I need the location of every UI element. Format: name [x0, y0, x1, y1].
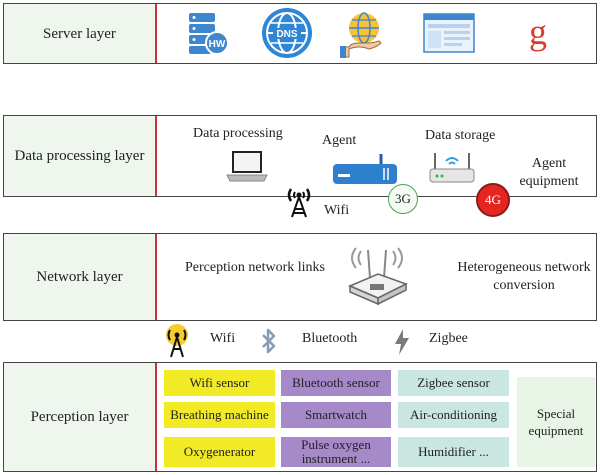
agent-equipment-text: Agent equipment	[519, 156, 579, 189]
perception-layer-label: Perception layer	[4, 363, 157, 471]
bluetooth-icon	[262, 328, 276, 354]
server-layer: Server layer HW DNS	[3, 3, 597, 64]
cell-humidifier: Humidifier ...	[398, 437, 509, 467]
cell-wifi-sensor: Wifi sensor	[164, 370, 275, 396]
badge-4g: 4G	[476, 183, 510, 217]
agent-router-icon	[333, 154, 397, 184]
wifi-label: Wifi	[324, 203, 350, 218]
data-processing-text: Data processing	[193, 126, 283, 141]
cell-oxygenerator: Oxygenerator	[164, 437, 275, 467]
dns-globe-icon: DNS	[262, 8, 312, 58]
protocol-row: Wifi Bluetooth Zigbee	[164, 321, 584, 361]
dns-text: DNS	[276, 29, 297, 40]
wifi-tower-icon	[287, 188, 311, 218]
cell-air-conditioning: Air-conditioning	[398, 402, 509, 428]
perception-network-links-text: Perception network links	[185, 260, 325, 275]
protocol-zigbee-label: Zigbee	[429, 331, 468, 346]
protocol-wifi-label: Wifi	[210, 331, 236, 346]
hosting-hand-globe-icon	[340, 12, 382, 58]
data-storage-text: Data storage	[425, 128, 496, 143]
browser-window-icon	[423, 13, 475, 53]
cell-bluetooth-sensor: Bluetooth sensor	[281, 370, 391, 396]
network-layer: Network layer Perception network links H…	[3, 233, 597, 321]
data-processing-layer-label: Data processing layer	[4, 116, 157, 196]
data-processing-layer: Data processing layer Data processing Ag…	[3, 115, 597, 218]
cell-smartwatch: Smartwatch	[281, 402, 391, 428]
zigbee-icon	[395, 329, 409, 355]
wifi-tower-icon	[166, 324, 188, 358]
storage-router-icon	[429, 153, 475, 183]
heterogeneous-text: Heterogeneous network conversion	[457, 260, 591, 293]
cell-breathing-machine: Breathing machine	[164, 402, 275, 428]
server-layer-label: Server layer	[4, 4, 157, 63]
laptop-icon	[226, 151, 268, 182]
google-g-icon: g	[529, 12, 547, 52]
cell-pulse-oxygen-instrument: Pulse oxygen instrument ...	[281, 437, 391, 467]
special-equipment-box: Special equipment	[517, 377, 595, 467]
network-router-icon	[348, 247, 408, 306]
agent-text: Agent	[322, 133, 357, 148]
hw-text: HW	[209, 39, 226, 50]
perception-layer: Perception layer Wifi sensor Bluetooth s…	[3, 362, 597, 472]
network-layer-label: Network layer	[4, 234, 157, 320]
cell-zigbee-sensor: Zigbee sensor	[398, 370, 509, 396]
database-hw-icon: HW	[189, 13, 229, 55]
protocol-bluetooth-label: Bluetooth	[302, 331, 358, 346]
badge-3g: 3G	[388, 184, 418, 214]
